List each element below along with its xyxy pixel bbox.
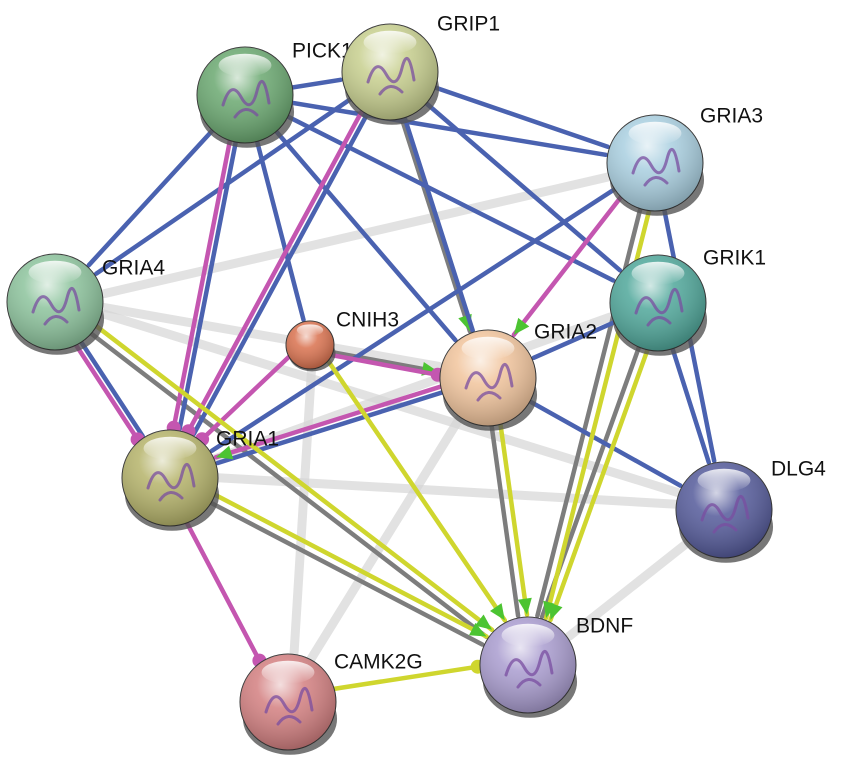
node-cnih3[interactable]: CNIH3 (285, 309, 399, 372)
edge-camk2g-gria2-homology (280, 414, 464, 705)
node-label-camk2g: CAMK2G (334, 651, 423, 674)
edge-grik1-bdnf-textmining (548, 302, 666, 623)
node-camk2g[interactable]: CAMK2G (239, 651, 423, 755)
protein-structure-icon (464, 362, 514, 402)
node-gloss (122, 430, 218, 526)
edge-end-arrow (513, 317, 530, 335)
edge-end-arrow (517, 597, 532, 615)
node-dlg4[interactable]: DLG4 (675, 458, 826, 563)
node-label-cnih3: CNIH3 (336, 309, 399, 332)
edge-grip1-gria1-experiments (186, 66, 387, 434)
node-highlight (296, 324, 324, 336)
node-label-bdnf: BDNF (576, 615, 633, 638)
node-label-pick1: PICK1 (292, 40, 353, 63)
edge-gria3-bdnf-coexpression (535, 160, 655, 619)
node-gria4[interactable]: GRIA4 (6, 253, 165, 355)
node-highlight (143, 436, 197, 460)
edge-gria3-bdnf-textmining (543, 162, 664, 621)
protein-structure-icon (146, 462, 196, 502)
node-gria1[interactable]: GRIA1 (121, 428, 279, 531)
edge-grip1-gria1-database (191, 69, 393, 437)
node-label-gria2: GRIA2 (534, 321, 597, 344)
node-label-gria4: GRIA4 (102, 257, 165, 280)
edge-gria1-bdnf-textmining (170, 470, 489, 639)
edge-end-arrow (215, 445, 234, 460)
node-gloss (480, 617, 576, 713)
node-gloss (440, 330, 536, 426)
edge-gria1-dlg4-homology (165, 470, 679, 509)
node-gloss (607, 115, 703, 211)
node-highlight (628, 121, 682, 145)
edge-gria1-bdnf-coexpression (166, 478, 485, 647)
node-gloss (240, 654, 336, 750)
node-gloss (610, 255, 706, 351)
protein-structure-icon (221, 79, 271, 119)
edge-end-arrow (549, 602, 563, 620)
edge-pick1-gria1-database (177, 92, 248, 432)
protein-structure-icon (634, 287, 684, 327)
node-highlight (631, 261, 685, 285)
node-label-grip1: GRIP1 (437, 13, 500, 36)
protein-structure-icon (700, 494, 750, 534)
node-label-dlg4: DLG4 (771, 458, 826, 481)
node-gloss (342, 24, 438, 120)
node-gloss (676, 462, 772, 558)
edge-end-arrow (475, 614, 492, 630)
edge-end-arrow (490, 603, 505, 621)
protein-structure-icon (31, 286, 81, 326)
node-grik1[interactable]: GRIK1 (609, 247, 766, 356)
edge-grip1-gria4-database (93, 69, 393, 276)
node-grip1[interactable]: GRIP1 (341, 13, 500, 125)
node-gria3[interactable]: GRIA3 (606, 105, 763, 216)
edge-cnih3-bdnf-textmining (312, 339, 508, 623)
node-label-grik1: GRIK1 (703, 247, 766, 270)
node-highlight (501, 623, 555, 647)
node-pick1[interactable]: PICK1 (196, 40, 353, 148)
node-gloss (286, 321, 334, 369)
node-bdnf[interactable]: BDNF (479, 615, 633, 718)
edge-gria4-bdnf-coexpression (50, 302, 489, 640)
node-label-gria3: GRIA3 (700, 105, 763, 128)
edge-end-arrow (469, 622, 487, 637)
node-highlight (28, 260, 82, 284)
node-highlight (218, 53, 272, 77)
protein-structure-icon (631, 147, 681, 187)
node-label-gria1: GRIA1 (216, 428, 279, 451)
edge-pick1-gria3-database (242, 92, 608, 158)
node-highlight (461, 336, 515, 360)
node-highlight (697, 468, 751, 492)
node-highlight (261, 660, 315, 684)
edge-pick1-gria1-experiments (171, 91, 242, 431)
node-highlight (363, 30, 417, 54)
node-gloss (197, 47, 293, 143)
edge-gria3-gria4-homology (99, 161, 661, 299)
node-gria2[interactable]: GRIA2 (439, 321, 597, 431)
edge-gria4-bdnf-textmining (56, 294, 495, 633)
protein-structure-icon (264, 686, 314, 726)
protein-structure-icon (504, 649, 554, 689)
node-gloss (7, 254, 103, 350)
edge-gria3-gria1-database (209, 160, 658, 454)
edge-gria4-dlg4-homology (51, 294, 682, 497)
protein-structure-icon (366, 56, 416, 96)
